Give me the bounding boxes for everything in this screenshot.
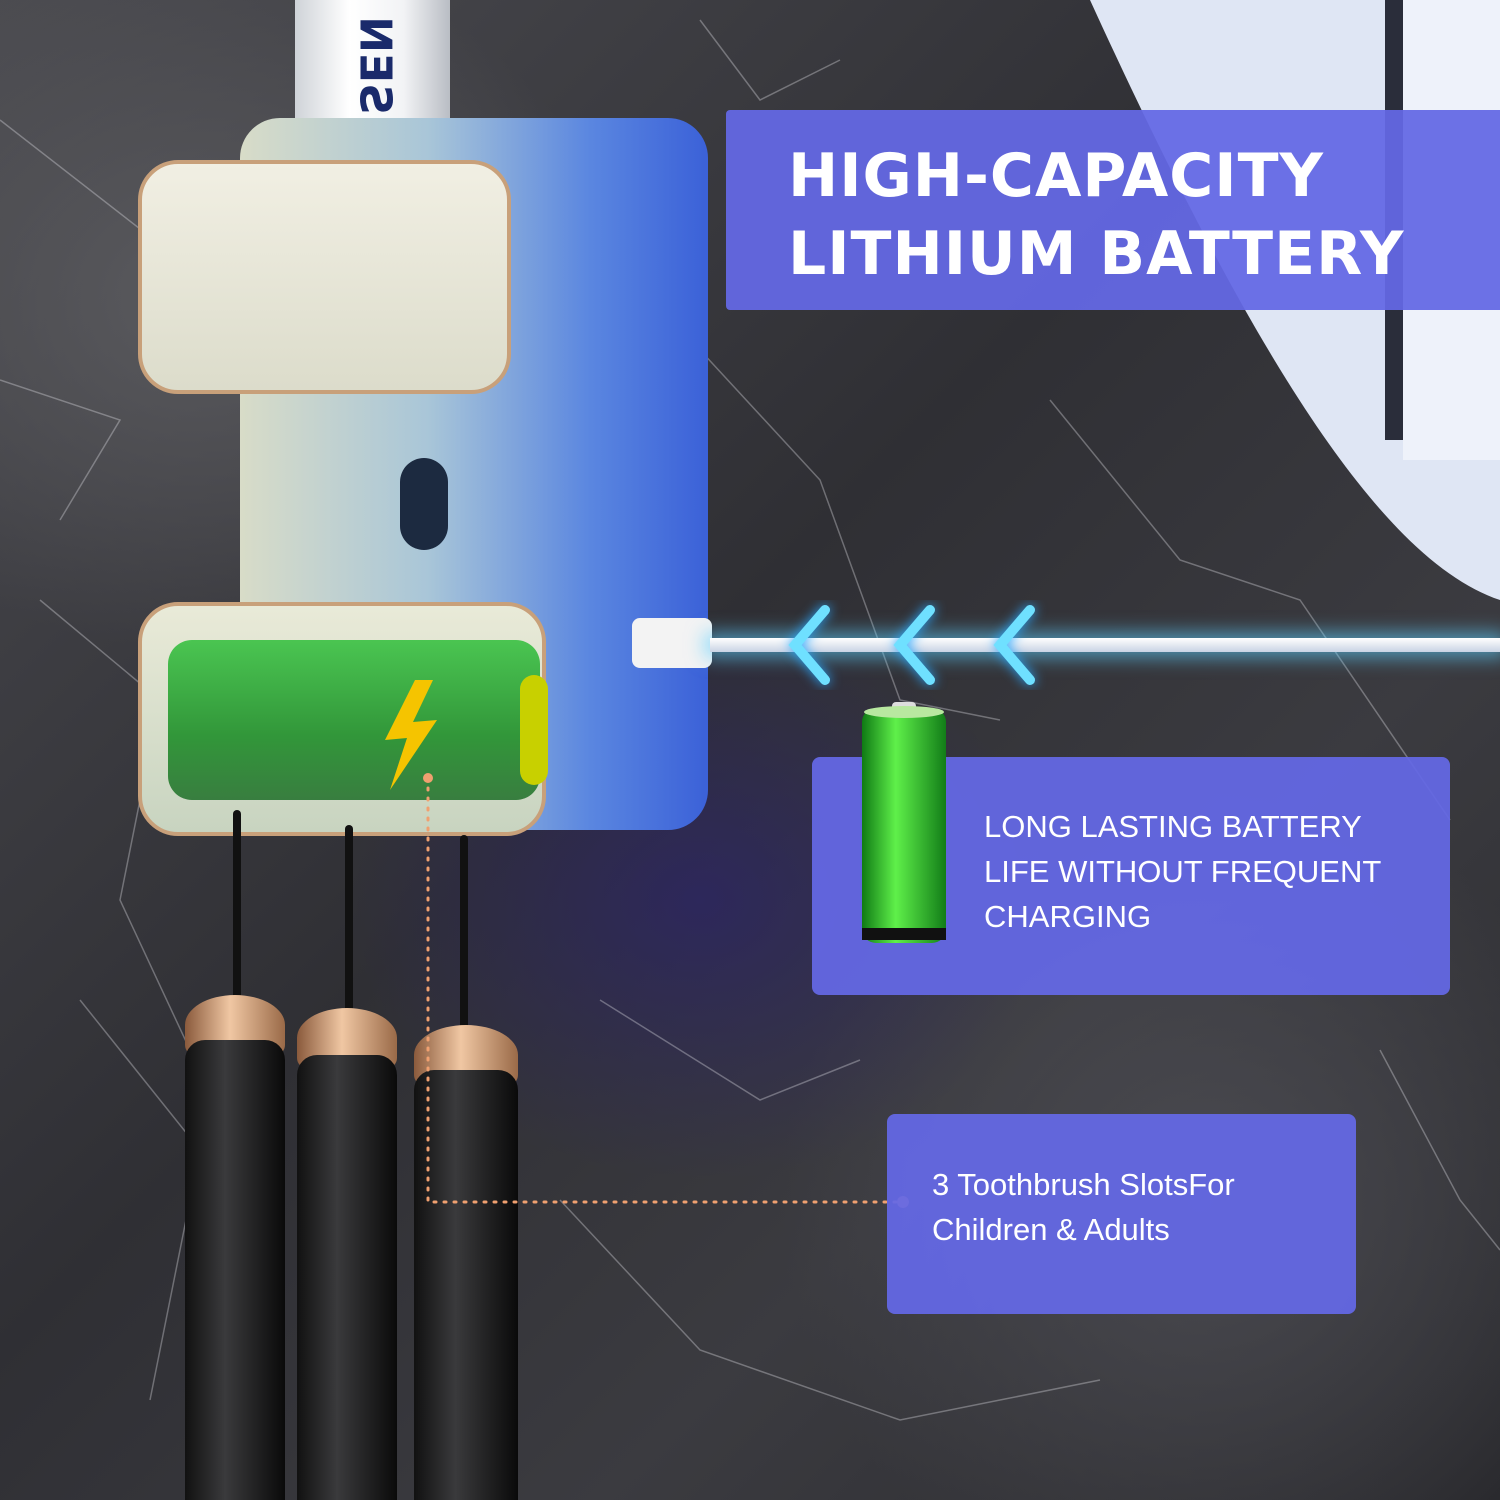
- lightning-bolt-icon: [385, 680, 437, 790]
- chevron-left-icon: [788, 605, 830, 685]
- battery-terminal: [520, 675, 548, 785]
- indicator-window: [400, 458, 448, 550]
- chevron-left-icon: [993, 605, 1035, 685]
- toothbrush-neck: [460, 835, 468, 1035]
- toothbrush-neck: [345, 825, 353, 1015]
- toothbrush-handle: [185, 1040, 285, 1500]
- internal-battery-icon: [168, 640, 540, 800]
- headline-banner: HIGH-CAPACITY LITHIUM BATTERY: [726, 110, 1500, 310]
- usb-plug: [632, 618, 712, 668]
- feature-text-line: 3 Toothbrush SlotsFor: [932, 1167, 1235, 1202]
- toothbrush-handle: [297, 1055, 397, 1500]
- feature-text-line: LIFE WITHOUT FREQUENT: [984, 854, 1382, 889]
- feature-slots-card: 3 Toothbrush SlotsFor Children & Adults: [887, 1114, 1356, 1314]
- charging-arrows: [788, 605, 1035, 685]
- feature-text-line: LONG LASTING BATTERY: [984, 809, 1362, 844]
- headline-line1: HIGH-CAPACITY: [788, 141, 1325, 211]
- toothbrush-neck: [233, 810, 241, 1010]
- chevron-left-icon: [893, 605, 935, 685]
- dispenser-top-module: [138, 160, 511, 394]
- battery-icon: [862, 702, 946, 943]
- toothbrush-handle: [414, 1070, 518, 1500]
- headline-line2: LITHIUM BATTERY: [788, 219, 1405, 289]
- feature-text-line: CHARGING: [984, 899, 1152, 934]
- feature-text-line: Children & Adults: [932, 1212, 1170, 1247]
